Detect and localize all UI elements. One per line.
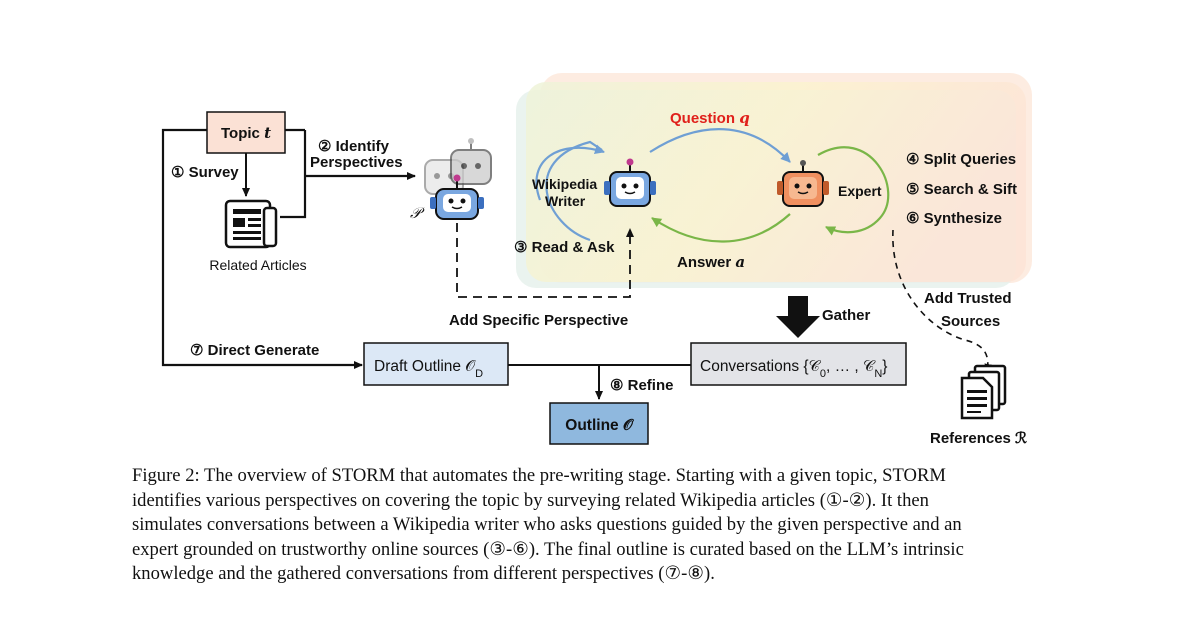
newspaper-icon [224,199,278,249]
step2-line1: ② Identify [318,138,390,155]
conversations-box: Conversations {𝒞0, … , 𝒞N} [690,342,907,386]
caption-line-5: knowledge and the gathered conversations… [132,563,715,585]
storm-diagram: Topic t ① Survey Related Articles ② Iden… [161,73,1032,447]
caption-line-1: Figure 2: The overview of STORM that aut… [132,465,946,486]
add-trusted-line2: Sources [941,313,1000,330]
question-arrow [649,128,791,163]
step4-split: ④ Split Queries [906,151,1016,168]
step1-survey: ① Survey [171,164,239,181]
caption-line-2: identifies various perspectives on cover… [132,489,929,511]
step7-direct-generate: ⑦ Direct Generate [190,342,319,359]
add-specific-perspective-arrow [456,223,634,298]
documents-icon [960,364,1007,420]
identify-arrow [280,130,416,219]
caption-line-3: simulates conversations between a Wikipe… [132,514,962,536]
writer-loop-arrow [535,144,605,201]
figure-caption: Figure 2: The overview of STORM that aut… [132,464,1072,587]
question-label: Question q [670,109,750,127]
answer-arrow [651,213,791,243]
expert-loop-arrow [817,146,890,236]
svg-text:Conversations {𝒞0, … , 𝒞N}: Conversations {𝒞0, … , 𝒞N} [700,358,887,380]
step2-line2: Perspectives [310,154,403,171]
writer-robot-icon [604,158,656,207]
writer-self-loop [545,140,603,242]
perspective-robots-icon [424,138,492,220]
outline-box: Outline 𝒪 [549,402,649,445]
expert-robot-icon [777,160,829,207]
references-label: References ℛ [930,430,1027,447]
svg-text:Draft Outline 𝒪D: Draft Outline 𝒪D [374,358,483,380]
add-trusted-line1: Add Trusted [924,290,1012,307]
direct-generate-arrow [161,128,363,369]
draft-outline-box: Draft Outline 𝒪D [363,342,509,386]
perspective-var: 𝒫 [410,204,425,222]
step5-search: ⑤ Search & Sift [906,181,1017,198]
conversation-background [516,73,1032,288]
answer-label: Answer a [677,253,745,271]
step6-synthesize: ⑥ Synthesize [906,210,1002,227]
svg-text:Outline 𝒪: Outline 𝒪 [565,417,635,434]
writer-line2: Writer [545,193,586,209]
caption-line-4: expert grounded on trustworthy online so… [132,538,964,560]
topic-label: Topic t [221,124,271,142]
topic-box: Topic t [206,111,286,154]
gather-label: Gather [822,307,871,324]
writer-line1: Wikipedia [532,176,597,192]
expert-label: Expert [838,183,882,199]
step8-refine: ⑧ Refine [610,377,673,394]
step3-read-ask: ③ Read & Ask [514,239,615,256]
add-trusted-sources-arrow [892,229,993,373]
gather-arrow [776,296,820,338]
related-articles-label: Related Articles [209,257,306,273]
add-specific-label: Add Specific Perspective [449,312,628,329]
